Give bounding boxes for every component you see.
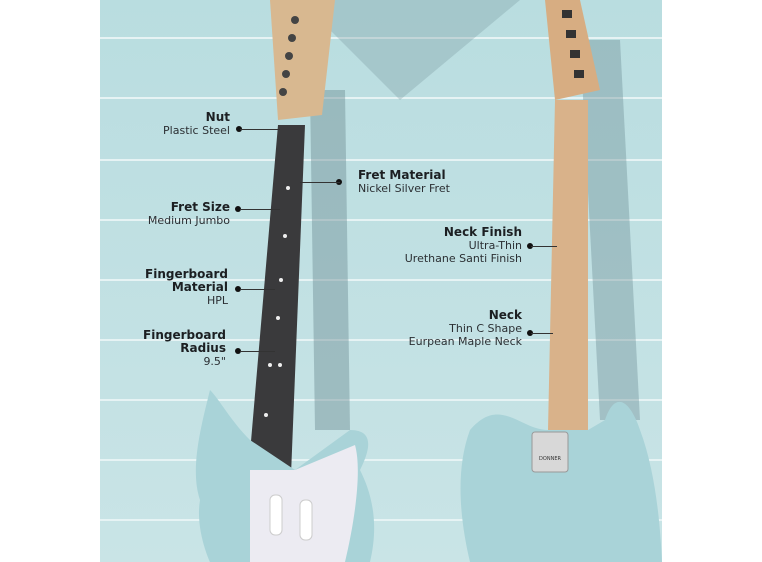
callout-line [240, 129, 280, 130]
callout-line [531, 333, 553, 334]
maple-neck [548, 100, 588, 430]
spec-fret-material: Fret Material Nickel Silver Fret [358, 168, 450, 196]
guitar-illustration: DONNER [100, 0, 662, 562]
callout-line [240, 209, 280, 210]
spec-fingerboard-radius: Fingerboard Radius 9.5" [143, 328, 226, 369]
callout-line [300, 182, 340, 183]
callout-dot [235, 348, 241, 354]
callout-dot [236, 126, 242, 132]
callout-line [240, 351, 275, 352]
spec-neck-finish: Neck Finish Ultra-Thin Urethane Santi Fi… [404, 225, 522, 266]
guitar-product-photo: DONNER [100, 0, 662, 562]
callout-dot [235, 286, 241, 292]
callout-dot [527, 243, 533, 249]
spec-nut: Nut Plastic Steel [163, 110, 230, 138]
spec-fret-size: Fret Size Medium Jumbo [147, 200, 230, 228]
guitar-body-back [460, 401, 662, 562]
neck-plate [531, 431, 569, 473]
callout-line [240, 289, 275, 290]
callout-line [531, 246, 557, 247]
neck-plate-logo: DONNER [539, 456, 561, 462]
callout-dot [235, 206, 241, 212]
spec-neck: Neck Thin C Shape Eurpean Maple Neck [408, 308, 522, 349]
fingerboard [246, 125, 305, 500]
spec-fingerboard-material: Fingerboard Material HPL [145, 267, 228, 308]
callout-dot [527, 330, 533, 336]
